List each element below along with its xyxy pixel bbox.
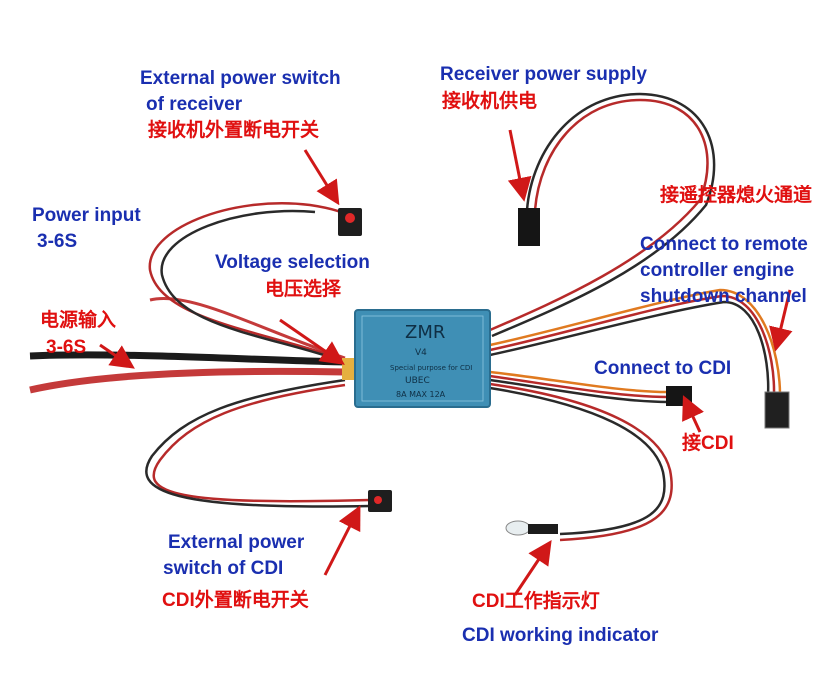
receiver-supply-connector bbox=[518, 208, 540, 246]
ubec-board bbox=[354, 309, 491, 408]
power-input-cables bbox=[29, 297, 346, 394]
receiver-switch-wire bbox=[148, 202, 353, 364]
cdi-switch-wire bbox=[145, 378, 371, 508]
ext-switch-receiver-en-2: of receiver bbox=[146, 94, 243, 115]
board-purpose: Special purpose for CDI bbox=[390, 364, 473, 372]
annotation-arrows bbox=[99, 129, 793, 596]
connect-cdi-zh: 接CDI bbox=[682, 433, 734, 454]
power-input-zh-2: 3-6S bbox=[46, 337, 87, 358]
board-rating: 8A MAX 12A bbox=[396, 390, 446, 399]
cdi-indicator-zh: CDI工作指示灯 bbox=[472, 591, 600, 612]
power-input-zh-1: 电源输入 bbox=[40, 310, 117, 331]
engine-shutdown-en-3: shutdown channel bbox=[640, 286, 807, 307]
board-version: V4 bbox=[415, 348, 427, 358]
ext-switch-cdi-en-1: External power bbox=[168, 532, 305, 553]
receiver-supply-en: Receiver power supply bbox=[440, 64, 647, 85]
ext-switch-cdi-en-2: switch of CDI bbox=[163, 558, 284, 579]
voltage-selection-zh: 电压选择 bbox=[265, 279, 342, 300]
cdi-connector bbox=[666, 386, 692, 406]
board-type: UBEC bbox=[405, 376, 430, 386]
receiver-supply-zh: 接收机供电 bbox=[442, 91, 538, 112]
power-input-en-2: 3-6S bbox=[37, 231, 78, 252]
power-input-en-1: Power input bbox=[32, 205, 141, 226]
engine-shutdown-en-1: Connect to remote bbox=[640, 234, 808, 255]
engine-shutdown-zh: 接遥控器熄火通道 bbox=[660, 185, 813, 206]
cdi-indicator-wire bbox=[489, 382, 673, 542]
engine-shutdown-en-2: controller engine bbox=[640, 260, 795, 281]
cdi-indicator-en: CDI working indicator bbox=[462, 625, 659, 646]
cdi-indicator-led bbox=[505, 520, 558, 536]
receiver-switch bbox=[338, 208, 362, 236]
shutdown-channel-connector bbox=[764, 391, 790, 429]
voltage-selection-en: Voltage selection bbox=[215, 252, 370, 273]
voltage-jumper bbox=[342, 358, 356, 380]
cdi-wire bbox=[489, 370, 669, 404]
board-brand: ZMR bbox=[405, 322, 446, 343]
ext-switch-receiver-en-1: External power switch bbox=[140, 68, 341, 89]
ext-switch-cdi-zh: CDI外置断电开关 bbox=[162, 590, 309, 611]
cdi-switch bbox=[368, 490, 392, 512]
receiver-supply-wire bbox=[489, 92, 716, 338]
ext-switch-receiver-zh: 接收机外置断电开关 bbox=[148, 120, 320, 141]
connect-cdi-en: Connect to CDI bbox=[594, 358, 732, 379]
